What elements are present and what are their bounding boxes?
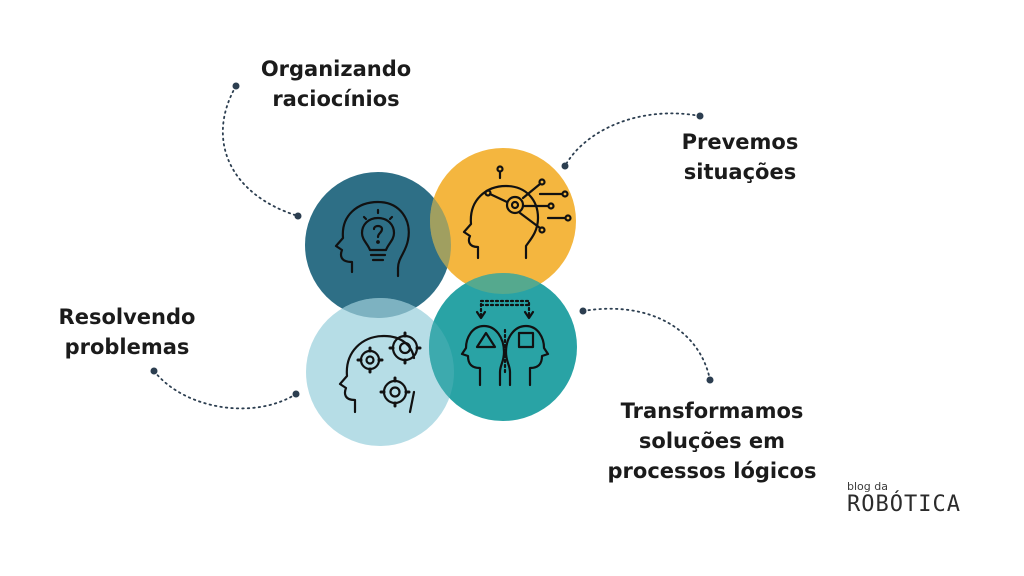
label-transforming: Transformamos soluções em processos lógi… (592, 396, 832, 486)
logo-small-text: blog da (847, 480, 888, 493)
head-gears-icon (338, 331, 422, 414)
label-line: soluções em (638, 429, 786, 453)
dot (232, 82, 240, 90)
two-heads-shapes-icon (460, 299, 550, 387)
label-line: Resolvendo (58, 305, 196, 329)
logo-big-text: ROBÓTICA (847, 492, 961, 517)
label-line: raciocínios (272, 87, 400, 111)
head-lightbulb-question-icon (334, 200, 410, 278)
dot (292, 390, 300, 398)
connector-solving (153, 370, 297, 410)
dot (294, 212, 302, 220)
connector-predicting (564, 112, 701, 167)
label-line: processos lógicos (607, 459, 817, 483)
dot (561, 162, 569, 170)
dot (696, 112, 704, 120)
dot (579, 307, 587, 315)
label-line: Transformamos (620, 399, 804, 423)
label-line: situações (683, 160, 797, 184)
label-predicting: Prevemos situações (640, 127, 840, 187)
circle-organizing (305, 172, 451, 318)
head-circuit-icon (462, 165, 572, 260)
dot (150, 367, 158, 375)
label-organizing: Organizando raciocínios (236, 54, 436, 114)
logo-blog-da-robotica: blog da ROBÓTICA (847, 480, 967, 520)
label-line: problemas (64, 335, 190, 359)
connector-organizing (221, 85, 299, 217)
label-line: Organizando (260, 57, 412, 81)
label-solving: Resolvendo problemas (32, 302, 222, 362)
connector-transforming (582, 307, 711, 381)
dot (706, 376, 714, 384)
circle-solving (306, 298, 454, 446)
label-line: Prevemos (681, 130, 799, 154)
